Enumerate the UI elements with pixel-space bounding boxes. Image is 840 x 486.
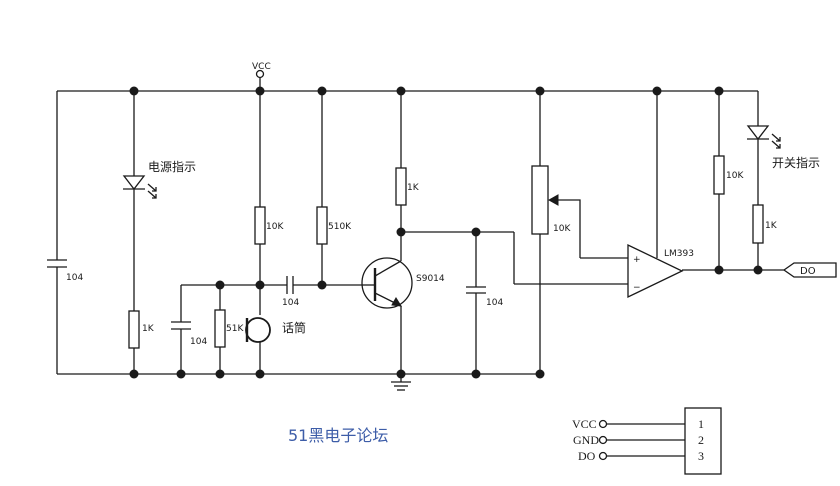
comparator-label: LM393 [664, 249, 694, 259]
connector-pin-gnd-number: 2 [698, 433, 704, 447]
connector-pin-vcc: VCC 1 [572, 417, 704, 431]
switch-led-resistor-value: 1K [765, 221, 778, 231]
connector-pin-do-name: DO [578, 449, 596, 463]
comparator-plus: + [633, 255, 641, 265]
bias-resistor-value: 51K [226, 324, 244, 334]
filter-capacitor-value: 104 [486, 298, 503, 308]
potentiometer-value: 10K [553, 224, 571, 234]
vcc-terminal: VCC [252, 62, 271, 91]
bias-resistor [214, 309, 226, 348]
output-label: DO [800, 266, 816, 277]
output-tag: DO [782, 262, 837, 278]
signal-node: 104 [401, 231, 628, 374]
microphone-icon [245, 317, 271, 343]
connector-pin-gnd: GND 2 [573, 433, 704, 447]
pullup-branch: 10K [713, 91, 744, 270]
mic-resistor [254, 206, 266, 245]
switch-led-resistor [752, 204, 764, 244]
collector-resistor [395, 167, 407, 206]
connector-pin-do-number: 3 [698, 449, 704, 463]
connector-header: VCC 1 GND 2 DO 3 [572, 407, 722, 475]
connector-pin-do: DO 3 [578, 449, 704, 463]
potentiometer: 10K [531, 91, 628, 374]
mic-label: 话筒 [282, 320, 306, 335]
power-led-resistor [128, 310, 140, 349]
power-led-label: 电源指示 [148, 159, 196, 174]
base-resistor [316, 206, 328, 245]
comparator-minus: − [633, 283, 641, 293]
connector-pin-vcc-number: 1 [698, 417, 704, 431]
connector-pin-gnd-name: GND [573, 433, 599, 447]
pullup-resistor-value: 10K [726, 171, 744, 181]
switch-led-label: 开关指示 [772, 155, 820, 170]
base-resistor-value: 510K [328, 222, 352, 232]
transistor-label: S9014 [416, 274, 445, 284]
comparator-lm393: + − LM393 [627, 91, 790, 299]
bias-capacitor-value: 104 [190, 337, 207, 347]
capacitor-left: 104 [47, 91, 83, 374]
capacitor-left-value: 104 [66, 273, 83, 283]
transistor-s9014: S9014 [361, 257, 445, 309]
collector-resistor-value: 1K [407, 183, 420, 193]
forum-title: 51黑电子论坛 [288, 426, 388, 445]
pullup-resistor [713, 155, 725, 195]
junction-dots [129, 86, 763, 379]
mic-resistor-value: 10K [266, 222, 284, 232]
power-led-resistor-value: 1K [142, 324, 155, 334]
potentiometer-body [531, 165, 549, 235]
coupling-capacitor: 104 [260, 276, 362, 308]
power-led-diode [122, 175, 146, 191]
switch-led-branch: 1K 开关指示 [746, 91, 820, 270]
switch-led-diode [746, 125, 770, 141]
power-led-branch: 1K 电源指示 [122, 91, 196, 374]
collector-branch: 1K [395, 91, 420, 374]
connector-pin-vcc-name: VCC [572, 417, 597, 431]
mic-branch: 10K 话筒 [245, 91, 306, 374]
coupling-capacitor-value: 104 [282, 298, 299, 308]
vcc-label: VCC [252, 62, 271, 72]
base-resistor-branch: 510K [316, 91, 352, 285]
